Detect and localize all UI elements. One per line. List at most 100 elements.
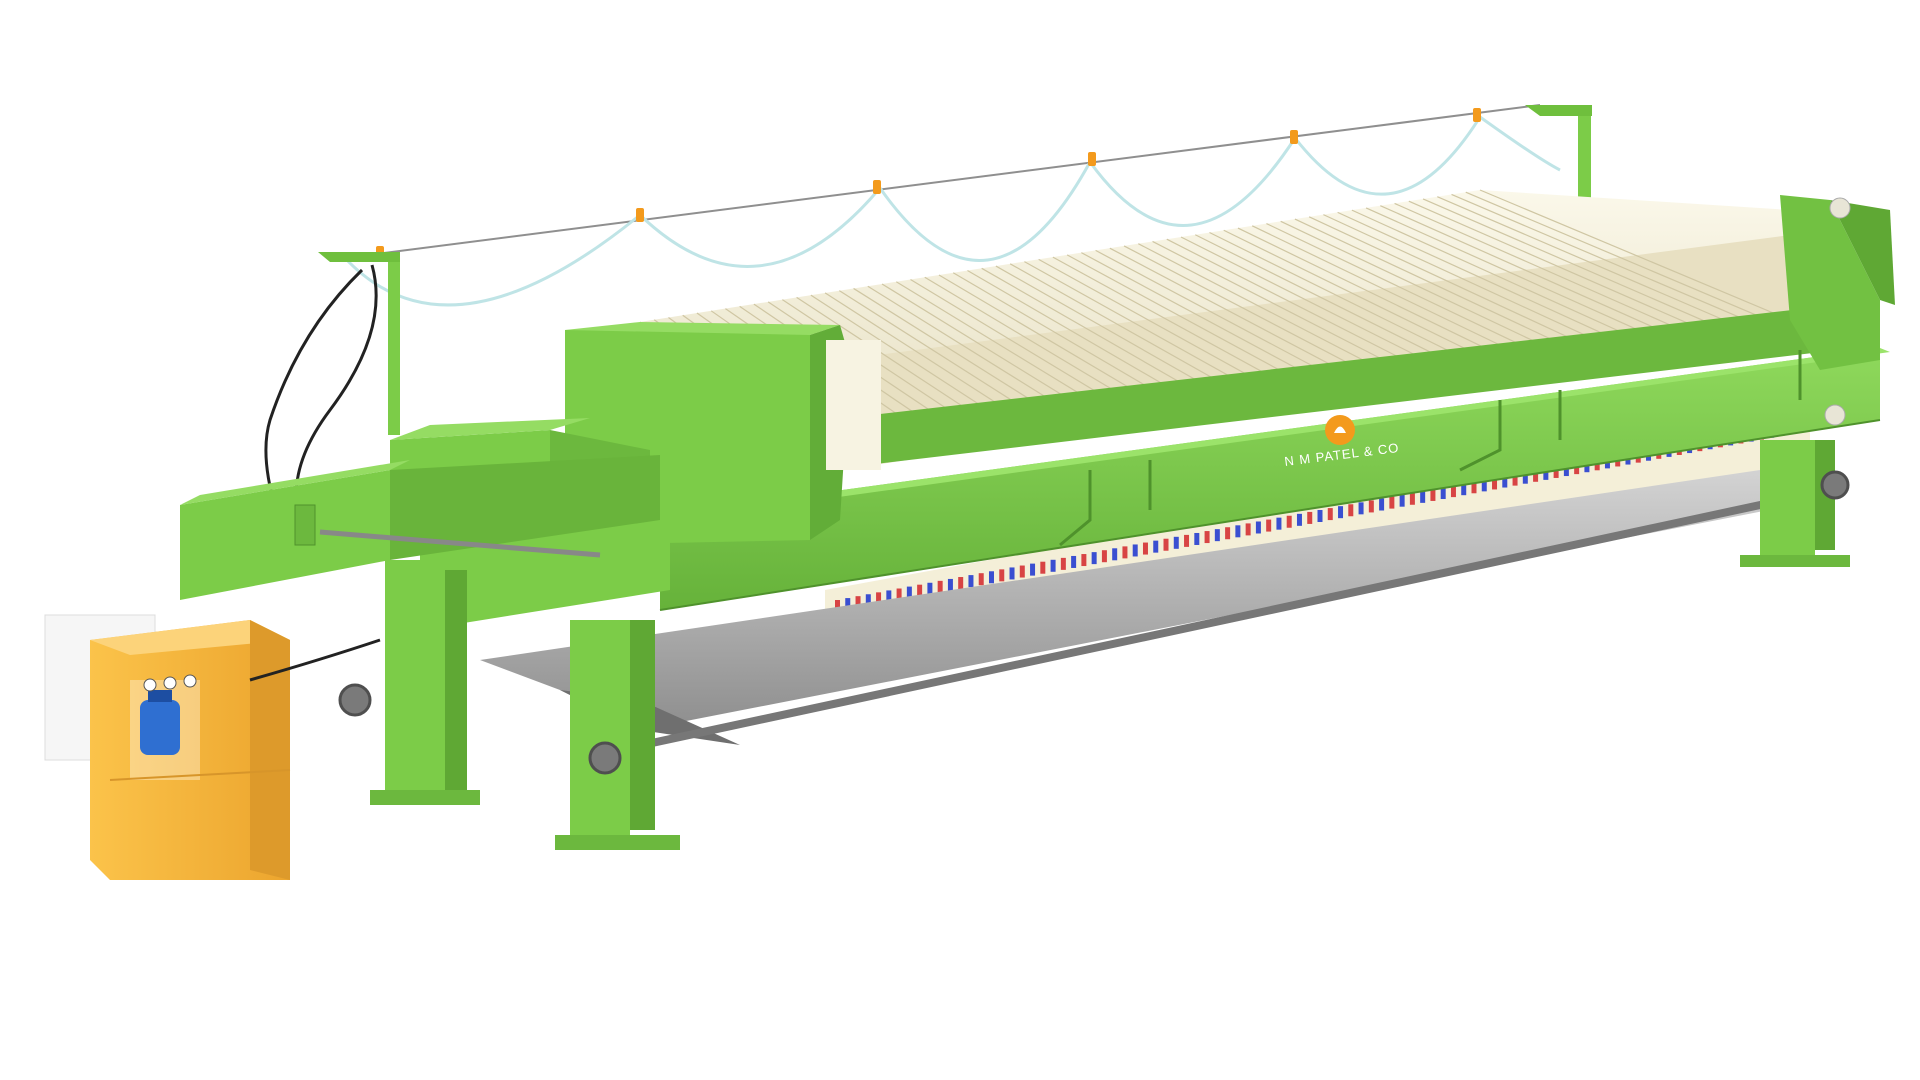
valve — [1225, 527, 1231, 540]
valve — [1409, 492, 1415, 505]
valve — [845, 598, 851, 611]
valve — [1389, 496, 1395, 509]
valve — [1502, 475, 1508, 488]
valve — [1081, 554, 1087, 567]
plate-separator — [1152, 240, 1420, 380]
valve — [999, 569, 1005, 582]
valve — [1276, 517, 1282, 530]
plate-separator — [1451, 193, 1759, 326]
valve — [1358, 502, 1364, 515]
plate-separator — [1465, 191, 1775, 324]
valve — [1553, 465, 1559, 478]
plate-separator — [1294, 218, 1581, 354]
valve — [988, 571, 994, 584]
valve — [1296, 513, 1302, 526]
hydraulic-power-pack — [44, 614, 381, 880]
valve — [1060, 557, 1066, 570]
plate-separator — [1166, 238, 1437, 377]
valve — [1317, 510, 1323, 522]
valve — [968, 575, 974, 588]
valve — [1338, 506, 1344, 519]
gauge-icon — [163, 676, 177, 690]
plate-separator — [1237, 227, 1517, 364]
valve — [1430, 488, 1436, 501]
valve — [1533, 469, 1539, 482]
valve — [1142, 542, 1148, 555]
valve — [1030, 563, 1036, 576]
end-block — [1780, 195, 1895, 426]
plate-separator — [1479, 189, 1791, 321]
valve — [1481, 479, 1487, 492]
valve — [1245, 523, 1251, 536]
valve — [1184, 534, 1190, 547]
valve — [1019, 565, 1025, 578]
plate-separator — [1422, 198, 1726, 331]
valve — [1122, 546, 1128, 559]
valve — [1440, 487, 1446, 500]
valve — [1461, 483, 1467, 496]
gauge-icon — [183, 674, 197, 688]
beam-brackets — [1059, 350, 1802, 547]
plate-separator — [1308, 216, 1598, 352]
valve — [978, 573, 984, 586]
valve — [1420, 490, 1426, 503]
plate-separator — [1365, 207, 1662, 341]
plate-separator — [1323, 214, 1614, 349]
gauge-icon — [143, 678, 157, 692]
plate-separator — [1280, 220, 1565, 357]
plate-separator — [1337, 211, 1630, 346]
plate-separator — [1223, 229, 1501, 367]
plate-separator — [1266, 223, 1549, 359]
valve — [896, 588, 902, 601]
rear-beam — [740, 300, 1880, 480]
valve — [1101, 550, 1107, 563]
valve — [1194, 532, 1200, 545]
valve — [1379, 498, 1385, 511]
valve — [1543, 467, 1549, 480]
plate-separator — [1251, 225, 1533, 362]
valve — [906, 586, 912, 599]
valve — [1255, 521, 1261, 534]
valve — [1348, 504, 1354, 517]
valve — [1563, 464, 1569, 477]
valve — [1492, 477, 1498, 490]
valve — [865, 594, 871, 607]
valve — [1009, 567, 1015, 580]
valve — [1307, 511, 1313, 524]
valve — [1050, 559, 1056, 572]
valve — [1132, 544, 1138, 557]
valve — [1522, 471, 1528, 484]
plate-separator — [1123, 245, 1388, 385]
plate-separator — [1209, 231, 1485, 369]
plate-separator — [1437, 196, 1742, 329]
valve — [1327, 508, 1333, 521]
valve — [1399, 494, 1405, 507]
valve — [1040, 561, 1046, 574]
valve — [855, 596, 861, 609]
valve — [1163, 538, 1169, 551]
valve — [927, 582, 933, 595]
plate-separator — [1194, 234, 1469, 372]
plate-separator — [1138, 243, 1404, 382]
front-beam — [659, 348, 1890, 611]
valve — [1266, 519, 1272, 532]
valve — [1450, 485, 1456, 498]
left-frame — [180, 455, 670, 630]
motor-icon — [140, 690, 180, 755]
valve — [1214, 529, 1220, 542]
plate-separator — [1380, 205, 1678, 339]
valve — [876, 592, 882, 605]
valve — [1286, 515, 1292, 528]
valve — [1153, 540, 1159, 553]
valve — [917, 584, 923, 597]
valve — [958, 577, 964, 590]
valve — [1235, 525, 1241, 538]
plate-separator — [1351, 209, 1646, 344]
valve — [1204, 531, 1210, 544]
plate-separator — [1394, 202, 1694, 336]
plate-separator — [1408, 200, 1710, 334]
valve — [886, 590, 892, 603]
valve — [1512, 473, 1518, 486]
valve — [937, 580, 943, 593]
